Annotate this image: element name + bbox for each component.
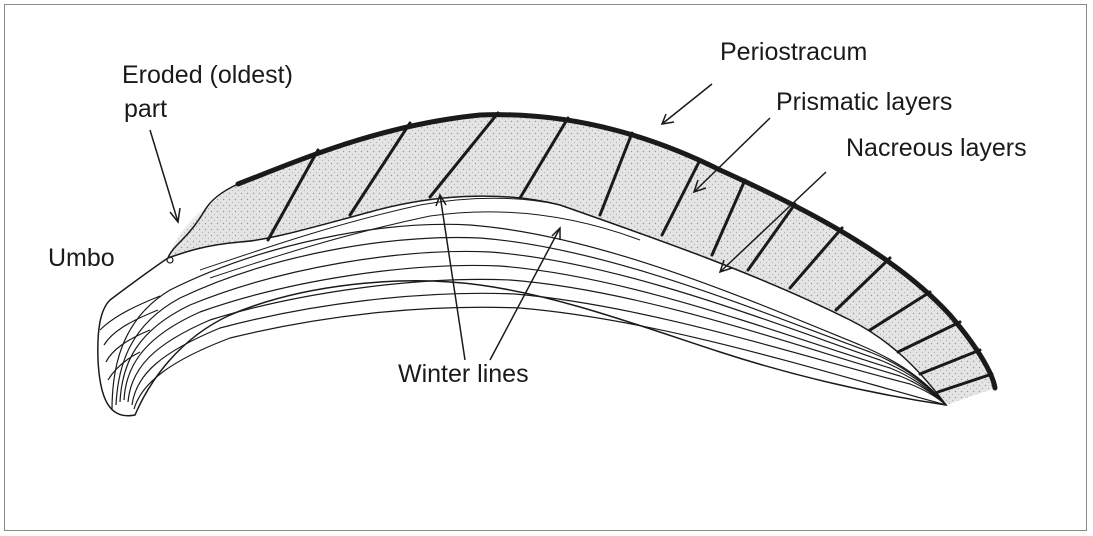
periostracum-label: Periostracum [720,38,867,66]
eroded-label-line2: part [124,95,167,123]
eroded-label-line1: Eroded (oldest) [122,61,293,89]
umbo-label: Umbo [48,244,115,272]
prismatic-label: Prismatic layers [776,88,952,116]
winter-lines-label: Winter lines [398,360,529,388]
nacreous-label: Nacreous layers [846,134,1027,162]
